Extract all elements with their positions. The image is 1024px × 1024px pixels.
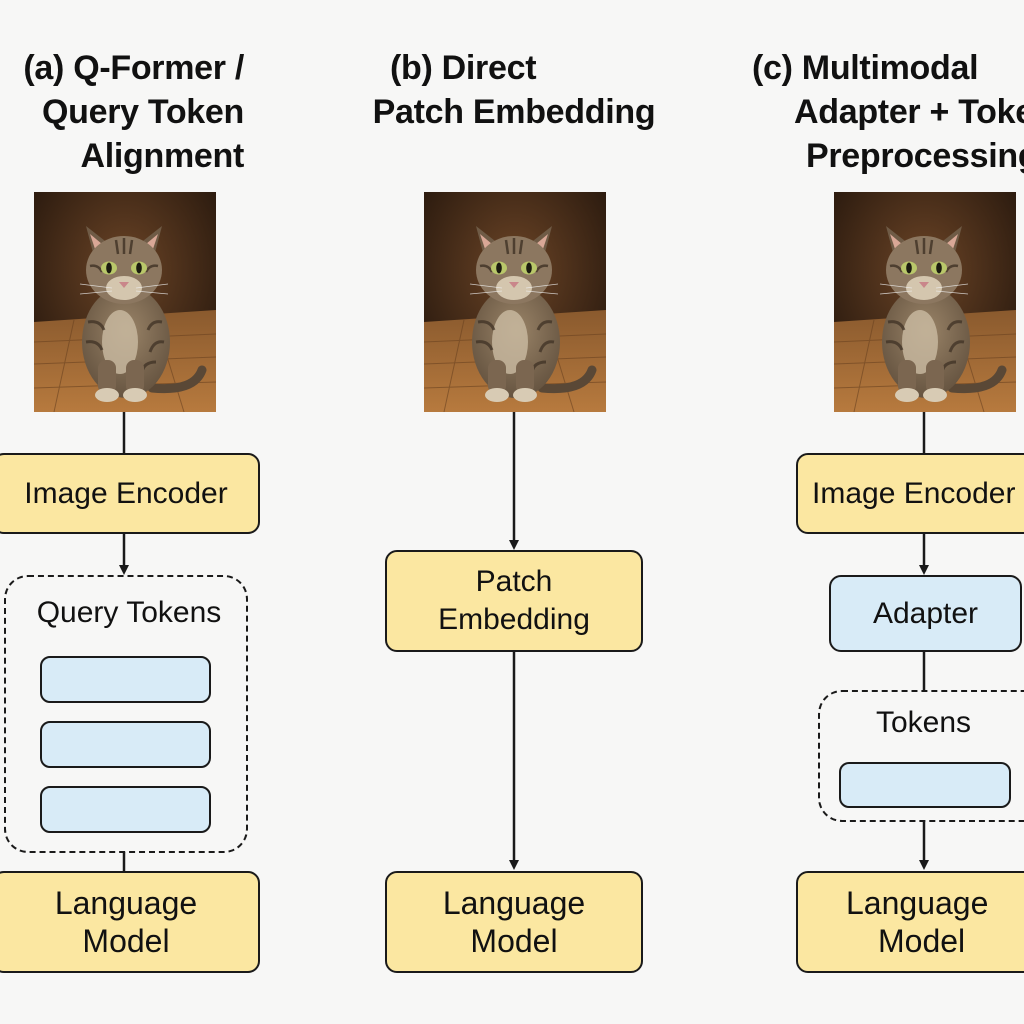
patch-embedding-label-line: Embedding bbox=[438, 603, 590, 636]
panel-b-title-line: Patch Embedding bbox=[372, 93, 656, 131]
adapter-label: Adapter bbox=[872, 596, 979, 630]
panel-a-image-encoder: Image Encoder bbox=[0, 453, 260, 534]
tabby-cat-photo bbox=[424, 192, 606, 412]
panel-b-cat-photo bbox=[424, 192, 606, 412]
patch-embedding-label-line: Patch bbox=[475, 565, 553, 598]
panel-a-title-line: Alignment bbox=[80, 137, 244, 175]
tabby-cat-photo bbox=[834, 192, 1016, 412]
panel-c-language-model: Language Model bbox=[796, 871, 1024, 973]
panel-c-title-line: Adapter + Token bbox=[794, 93, 1024, 131]
panel-b-title-line: (b) Direct bbox=[390, 49, 537, 87]
panel-c-title: (c) Multimodal Adapter + Token Preproces… bbox=[752, 46, 1024, 178]
query-token bbox=[40, 721, 211, 768]
panel-c-title-line: Preprocessing bbox=[806, 137, 1024, 175]
language-model-label-line: Language bbox=[846, 885, 989, 921]
panel-b-language-model: Language Model bbox=[385, 871, 643, 973]
language-model-label-line: Model bbox=[82, 923, 170, 959]
tabby-cat-photo bbox=[34, 192, 216, 412]
query-tokens-label: Query Tokens bbox=[36, 596, 222, 629]
panel-a-title-line: Query Token bbox=[41, 93, 244, 131]
panel-a-language-model: Language Model bbox=[0, 871, 260, 973]
panel-c-adapter: Adapter bbox=[829, 575, 1022, 652]
panel-a-query-tokens-group bbox=[4, 575, 248, 853]
language-model-label-line: Model bbox=[470, 923, 558, 959]
panel-b-title: (b) Direct Patch Embedding bbox=[364, 46, 664, 134]
language-model-label-line: Language bbox=[54, 885, 198, 921]
panel-c-image-encoder: Image Encoder bbox=[796, 453, 1024, 534]
panel-a-title: (a) Q-Former / Query Token Alignment bbox=[23, 46, 244, 178]
panel-a-title-line: (a) Q-Former / bbox=[23, 49, 244, 87]
panel-b-patch-embedding: Patch Embedding bbox=[385, 550, 643, 652]
query-token bbox=[40, 786, 211, 833]
panel-c-tokens-group bbox=[818, 690, 1024, 822]
query-token bbox=[40, 656, 211, 703]
panel-c-title-line: (c) Multimodal bbox=[752, 49, 979, 87]
panel-c-cat-photo bbox=[834, 192, 1016, 412]
tokens-label: Tokens bbox=[876, 706, 972, 739]
token bbox=[839, 762, 1011, 808]
language-model-label-line: Language bbox=[442, 885, 586, 921]
language-model-label-line: Model bbox=[878, 923, 966, 959]
panel-a-cat-photo bbox=[34, 192, 216, 412]
image-encoder-label: Image Encoder bbox=[812, 476, 1016, 510]
image-encoder-label: Image Encoder bbox=[24, 476, 228, 510]
